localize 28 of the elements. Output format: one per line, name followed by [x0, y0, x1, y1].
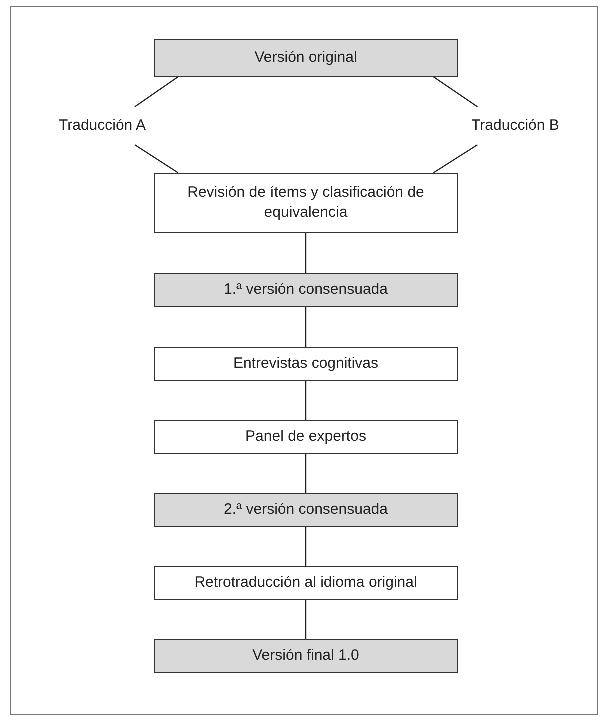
box-label: Versión final 1.0	[252, 646, 360, 666]
process-box	[154, 173, 458, 233]
connector-line	[433, 144, 478, 174]
connector-line	[134, 144, 179, 174]
connector-line	[433, 76, 478, 108]
process-box	[154, 420, 458, 454]
process-box	[154, 566, 458, 600]
translation-label: Traducción B	[472, 116, 560, 136]
connector-line	[305, 233, 307, 273]
box-label: Revisión de ítems y clasificación de equivalencia	[186, 183, 426, 223]
connector-line	[305, 600, 307, 639]
box-label: Retrotraducción al idioma original	[194, 573, 418, 593]
process-box	[154, 639, 458, 673]
process-box	[154, 39, 458, 77]
box-label: Entrevistas cognitivas	[233, 354, 379, 374]
connector-line	[305, 381, 307, 420]
connector-line	[305, 527, 307, 566]
process-box	[154, 493, 458, 527]
box-label: Panel de expertos	[246, 427, 366, 447]
box-label: Versión original	[254, 48, 358, 68]
connector-line	[134, 76, 179, 108]
box-label: 1.ª versión consensuada	[224, 280, 388, 300]
process-box	[154, 273, 458, 307]
connector-line	[305, 454, 307, 493]
process-box	[154, 347, 458, 381]
connector-line	[305, 307, 307, 347]
translation-label: Traducción A	[59, 116, 146, 136]
box-label: 2.ª versión consensuada	[224, 500, 388, 520]
